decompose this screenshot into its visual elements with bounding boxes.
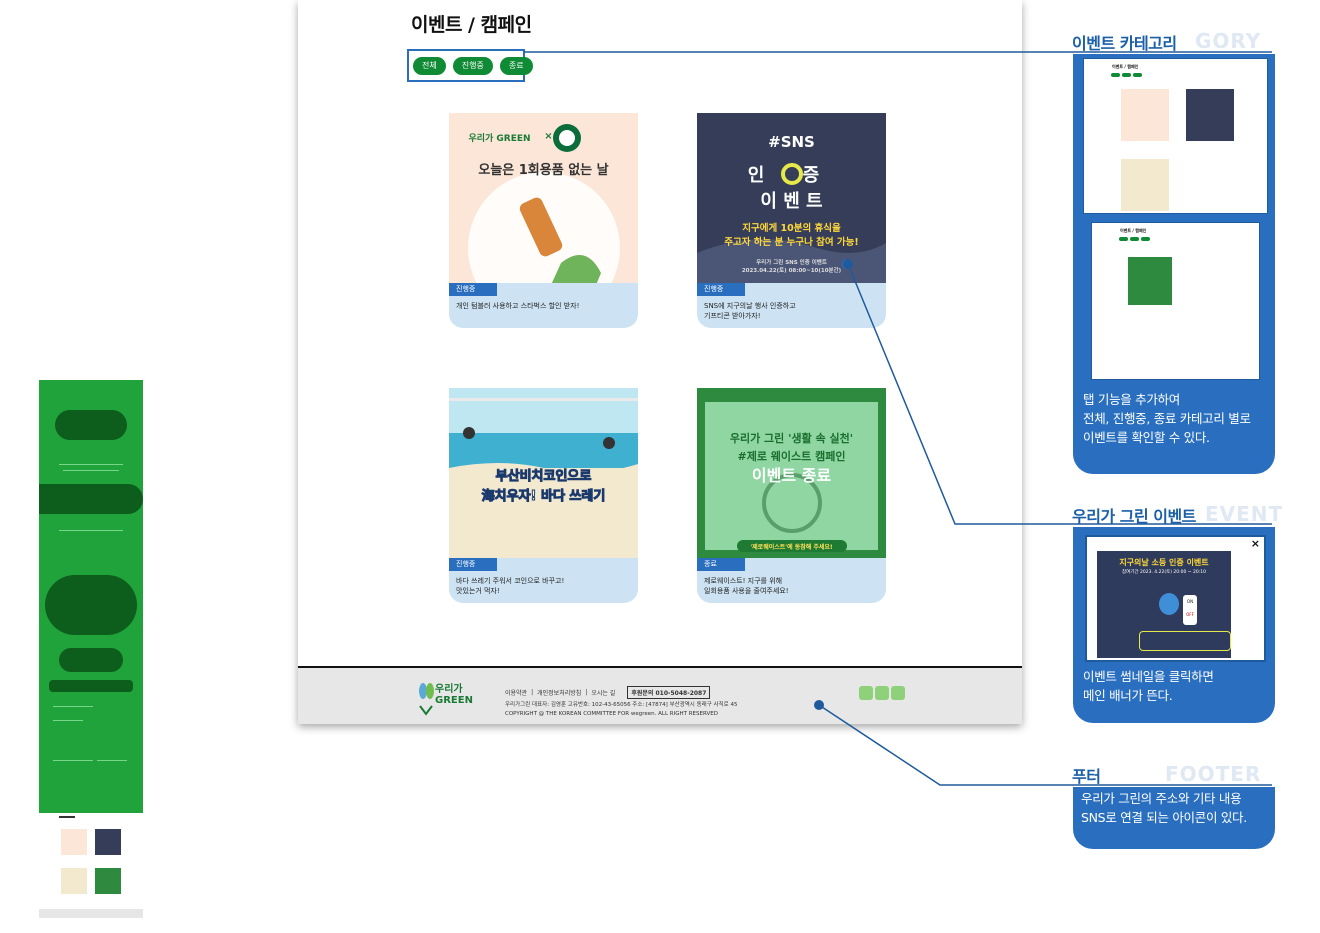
leaf-logo-icon[interactable] <box>416 682 472 716</box>
thumb-caption-2: 2023.04.22(토) 08:00~10(10분간) <box>741 268 842 274</box>
beach-illustration <box>449 388 638 558</box>
status-badge: 진행중 <box>449 558 497 571</box>
tab-all[interactable]: 전체 <box>413 56 446 75</box>
thumb-headline-2: 海치우자! 바다 쓰레기 <box>481 489 606 505</box>
thumb-x: × <box>544 131 553 142</box>
annotation-title: 이벤트 카테고리 <box>1072 34 1177 53</box>
youtube-icon[interactable] <box>891 686 905 700</box>
annotation-title: 푸터 <box>1072 767 1101 786</box>
event-card-zero-waste[interactable]: 우리가 그린 '생활 속 실천' #제로 웨이스트 캠페인 이벤트 종료 '제로… <box>697 388 886 603</box>
status-badge: 진행중 <box>697 283 745 296</box>
event-description: 제로웨이스트! 지구를 위해 일회용품 사용을 줄여주세요! <box>704 577 789 595</box>
annotation-panel-footer: 우리가 그린의 주소와 기타 내용 SNS로 연결 되는 아이콘이 있다. <box>1073 787 1275 849</box>
event-thumbnail[interactable]: 부산비치코인으로 海치우자! 바다 쓰레기 <box>449 388 638 558</box>
annotation-ghost-text: FOOTER <box>1165 762 1262 786</box>
footer-links: 이용약관 | 개인정보처리방침 | 오시는 길 후원문의 010-5048-20… <box>505 686 711 699</box>
facebook-icon[interactable] <box>859 686 873 700</box>
sns-icons <box>859 686 905 700</box>
thumb-headline: 오늘은 1회용품 없는 날 <box>478 163 609 178</box>
event-description: 바다 쓰레기 주워서 코인으로 바꾸고! 맛있는거 먹자! <box>456 577 565 595</box>
thumb-caption-1: 우리가 그린 SNS 인증 이벤트 <box>756 260 827 266</box>
event-thumbnail[interactable]: #SNS 인 증 이 벤 트 지구에게 10분의 휴식을 주고자 하는 분 누구… <box>697 113 886 283</box>
event-description: 개인 텀블러 사용하고 스타벅스 할인 받자! <box>456 302 580 310</box>
preview-event-page <box>39 813 143 909</box>
annotation-panel-category: 이벤트 / 캠페인 이벤트 / 캠페인 탭 기능을 추가하여 전체, 진행중, … <box>1073 54 1275 474</box>
category-tabs: 전체 진행중 종료 <box>407 49 533 82</box>
thumb-ended: 이벤트 종료 <box>751 466 832 485</box>
screenshot-all-tab: 이벤트 / 캠페인 <box>1083 58 1268 214</box>
tumbler-illustration <box>468 124 620 283</box>
close-icon[interactable]: × <box>1250 537 1260 550</box>
footer: 우리가 GREEN 이용약관 | 개인정보처리방침 | 오시는 길 후원문의 0… <box>298 666 1022 724</box>
thumb-headline-2: #제로 웨이스트 캠페인 <box>737 450 846 463</box>
thumb-caption: '제로웨이스트'에 동참해 주세요! <box>750 544 833 551</box>
event-thumbnail[interactable]: 우리가 GREEN × 오늘은 1회용품 없는 날 <box>449 113 638 283</box>
tab-ongoing[interactable]: 진행중 <box>452 56 493 75</box>
event-card-starbucks[interactable]: 우리가 GREEN × 오늘은 1회용품 없는 날 진행중 개인 텀블러 사용하… <box>449 113 638 328</box>
footer-logo-text: 우리가 GREEN <box>435 684 473 706</box>
donation-phone: 후원문의 010-5048-2087 <box>627 686 711 699</box>
status-badge: 종료 <box>697 558 745 571</box>
event-card-sns[interactable]: #SNS 인 증 이 벤 트 지구에게 10분의 휴식을 주고자 하는 분 누구… <box>697 113 886 328</box>
screenshot-ended-tab: 이벤트 / 캠페인 <box>1091 222 1260 380</box>
thumb-headline-2: 이 벤 트 <box>760 191 823 212</box>
thumb-headline: 인 증 <box>747 165 836 186</box>
annotation-ghost-text: EVENT <box>1205 502 1284 526</box>
earth-icon <box>1159 593 1179 615</box>
event-popup-screenshot: 지구의날 소등 인증 이벤트 참여기간 2023. 4.22(토) 20:00 … <box>1085 535 1266 662</box>
annotation-title: 우리가 그린 이벤트 <box>1072 507 1196 526</box>
privacy-link[interactable]: 개인정보처리방침 <box>537 690 582 697</box>
tab-ended[interactable]: 종료 <box>499 56 533 75</box>
thumb-headline: 우리가 그린 '생활 속 실천' <box>729 432 854 445</box>
event-description: SNS에 지구의날 행사 인증하고 기프티콘 받아가자! <box>704 302 796 320</box>
popup-banner: 지구의날 소등 인증 이벤트 참여기간 2023. 4.22(토) 20:00 … <box>1097 551 1231 658</box>
preview-footer <box>39 909 143 918</box>
event-thumbnail[interactable]: 우리가 그린 '생활 속 실천' #제로 웨이스트 캠페인 이벤트 종료 '제로… <box>697 388 886 558</box>
thumb-sns: #SNS <box>768 133 815 151</box>
preview-green-area <box>39 380 143 813</box>
event-page: 이벤트 / 캠페인 전체 진행중 종료 우리가 GREEN × 오늘은 1회용품… <box>298 0 1022 724</box>
footer-address: 우리가그린 대표자: 김영훈 고유번호: 102-43-65056 주소: [4… <box>505 702 738 717</box>
annotation-text: 탭 기능을 추가하여 전체, 진행중, 종료 카테고리 별로 이벤트를 확인할 … <box>1083 392 1251 445</box>
annotation-text: 우리가 그린의 주소와 기타 내용 SNS로 연결 되는 아이콘이 있다. <box>1081 791 1247 825</box>
annotation-ghost-text: GORY <box>1195 29 1262 53</box>
thumb-headline: 부산비치코인으로 <box>495 469 592 485</box>
terms-link[interactable]: 이용약관 <box>505 690 528 697</box>
event-card-beach[interactable]: 부산비치코인으로 海치우자! 바다 쓰레기 진행중 바다 쓰레기 주워서 코인으… <box>449 388 638 603</box>
full-page-preview <box>39 380 143 918</box>
directions-link[interactable]: 오시는 길 <box>591 690 616 697</box>
thumb-logo-text: 우리가 GREEN <box>468 134 531 144</box>
annotation-text: 이벤트 썸네일을 클릭하면 메인 배너가 뜬다. <box>1083 669 1214 703</box>
page-title: 이벤트 / 캠페인 <box>411 14 532 36</box>
thumb-sub-1: 지구에게 10분의 휴식을 <box>742 223 841 234</box>
instagram-icon[interactable] <box>875 686 889 700</box>
thumb-sub-2: 주고자 하는 분 누구나 참여 가능! <box>724 237 859 248</box>
status-badge: 진행중 <box>449 283 497 296</box>
